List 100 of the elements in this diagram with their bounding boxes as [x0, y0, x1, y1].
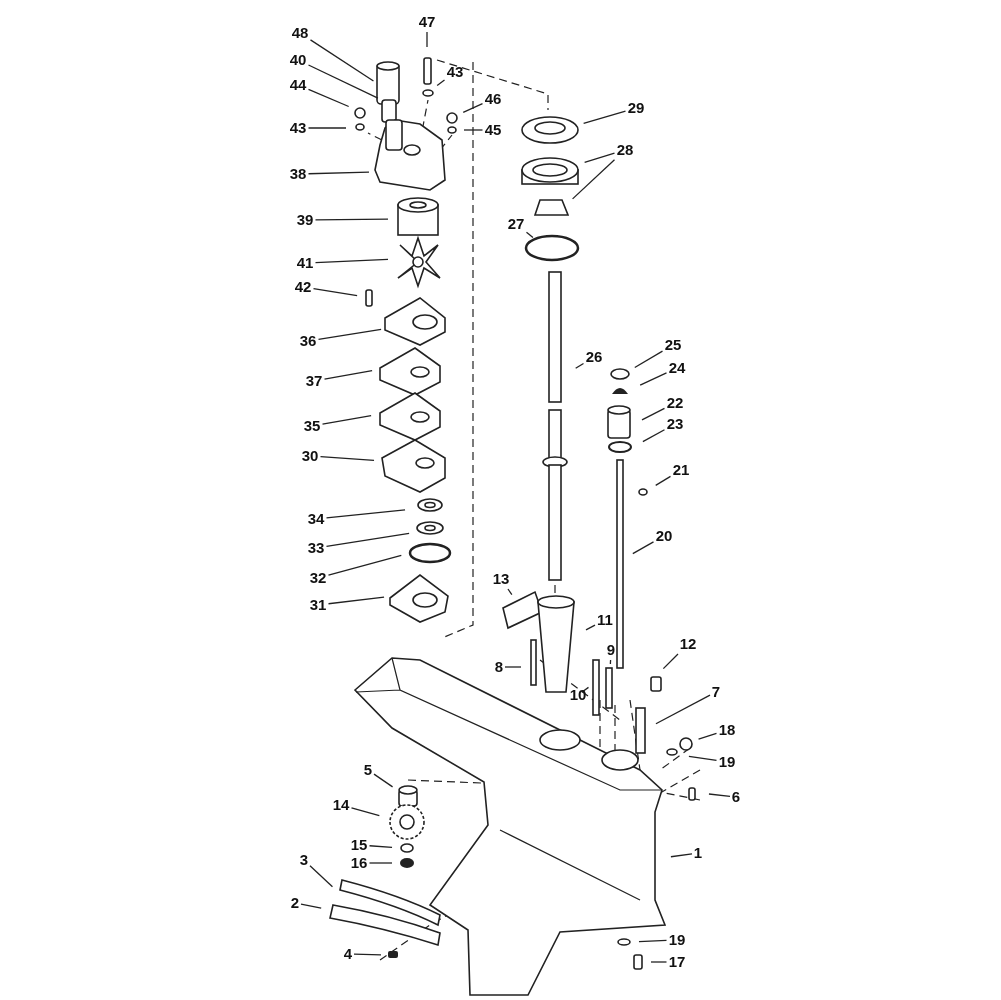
callout-number: 15	[350, 836, 368, 854]
leader-line	[317, 328, 382, 340]
leader-line	[638, 939, 668, 943]
leader-line	[353, 953, 382, 956]
callout-number: 16	[350, 854, 368, 872]
leader-line	[634, 350, 664, 369]
leader-line	[314, 218, 389, 221]
leader-line	[642, 429, 666, 443]
leader-line	[639, 372, 668, 386]
callout-number: 30	[301, 447, 319, 465]
callout-number: 48	[291, 24, 309, 42]
callout-number: 27	[507, 215, 525, 233]
callout-number: 45	[484, 121, 502, 139]
leader-line	[583, 152, 616, 163]
callout-number: 43	[446, 63, 464, 81]
callout-number: 6	[731, 788, 741, 806]
callout-number: 13	[492, 570, 510, 588]
leader-line	[507, 588, 513, 596]
leader-line	[321, 414, 372, 425]
leader-line	[327, 554, 402, 576]
leader-line	[581, 686, 590, 693]
callout-number: 33	[307, 539, 325, 557]
callout-number: 44	[289, 76, 307, 94]
callout-number: 37	[305, 372, 323, 390]
callout-number: 3	[299, 851, 309, 869]
callout-number: 43	[289, 119, 307, 137]
callout-number: 36	[299, 332, 317, 350]
callout-number: 28	[616, 141, 634, 159]
leader-line	[655, 694, 711, 725]
callout-number: 12	[679, 635, 697, 653]
callout-number: 5	[363, 761, 373, 779]
leader-line	[655, 475, 672, 486]
callout-number: 10	[569, 686, 587, 704]
callout-number: 38	[289, 165, 307, 183]
callout-number: 9	[606, 641, 616, 659]
leader-line	[307, 127, 347, 129]
leader-line	[708, 793, 731, 797]
leader-line	[632, 541, 655, 555]
leader-line	[662, 653, 679, 670]
leader-line	[571, 159, 616, 200]
callout-number: 41	[296, 254, 314, 272]
leader-line	[314, 258, 389, 264]
leader-line	[373, 773, 394, 788]
callout-number: 31	[309, 596, 327, 614]
leader-line	[697, 732, 718, 740]
leader-line	[575, 362, 585, 369]
leader-line	[609, 659, 612, 665]
callout-number: 19	[668, 931, 686, 949]
leader-line	[525, 231, 534, 239]
leader-line	[641, 407, 666, 421]
callout-number: 1	[693, 844, 703, 862]
callout-number: 8	[494, 658, 504, 676]
leader-line	[688, 755, 718, 762]
callout-number: 26	[585, 348, 603, 366]
callout-number: 4	[343, 945, 353, 963]
callout-number: 39	[296, 211, 314, 229]
leader-line	[323, 369, 373, 380]
leader-line	[307, 88, 350, 108]
leader-line	[583, 110, 627, 125]
leader-line	[300, 903, 322, 909]
leader-line	[350, 807, 380, 817]
leader-line	[585, 624, 596, 631]
callout-number: 20	[655, 527, 673, 545]
leader-line	[327, 596, 385, 605]
leader-line	[504, 666, 522, 668]
callout-number: 7	[711, 683, 721, 701]
leader-line	[426, 31, 428, 48]
leader-line	[309, 865, 334, 888]
callout-number: 40	[289, 51, 307, 69]
leader-line	[325, 532, 410, 547]
leader-line	[368, 862, 393, 864]
callout-number: 14	[332, 796, 350, 814]
callout-number: 25	[664, 336, 682, 354]
callout-number: 35	[303, 417, 321, 435]
leader-line	[670, 853, 693, 858]
callout-number: 22	[666, 394, 684, 412]
leader-line	[312, 288, 358, 297]
leader-line	[307, 64, 379, 99]
callout-number: 47	[418, 13, 436, 31]
leader-line	[463, 129, 484, 131]
leader-line	[436, 79, 446, 87]
callout-number: 24	[668, 359, 686, 377]
callout-number: 11	[597, 611, 613, 629]
callout-number: 32	[309, 569, 327, 587]
leader-line	[368, 845, 393, 848]
callout-number: 18	[718, 721, 736, 739]
leader-line	[462, 103, 484, 113]
leader-line	[319, 456, 375, 462]
callout-number: 23	[666, 415, 684, 433]
callout-number: 17	[668, 953, 686, 971]
leader-line	[309, 39, 375, 82]
callout-number: 2	[290, 894, 300, 912]
callout-number: 19	[718, 753, 736, 771]
callout-number: 29	[627, 99, 645, 117]
callout-number: 34	[307, 510, 325, 528]
leader-line	[325, 509, 406, 519]
leader-line	[307, 171, 370, 175]
callout-number: 21	[672, 461, 690, 479]
leader-line	[650, 961, 668, 963]
callout-number: 42	[294, 278, 312, 296]
